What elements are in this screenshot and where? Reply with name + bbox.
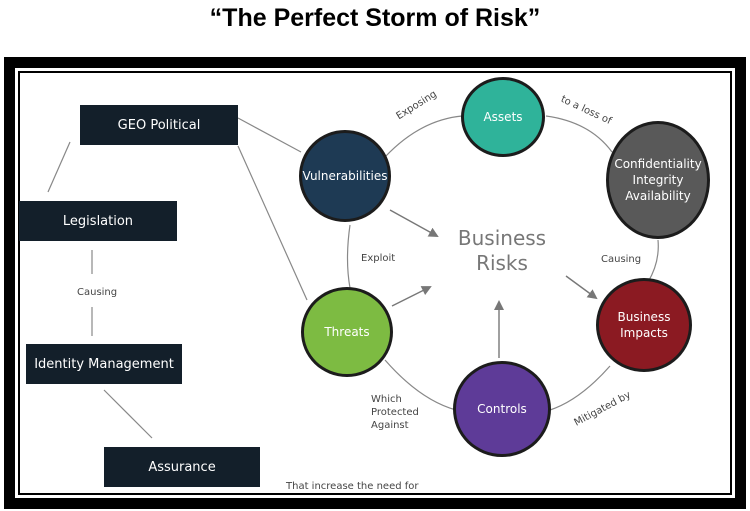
causing-left-label: Causing (77, 287, 118, 298)
arc-vuln-to-assets (384, 115, 463, 158)
arrow-vuln-to-risks (389, 209, 439, 237)
exploit-label: Exploit (361, 253, 396, 264)
arc-assets-to-cia (545, 115, 613, 153)
diagram-title: “The Perfect Storm of Risk” (209, 4, 541, 32)
geo-political-label: GEO Political (117, 117, 201, 133)
assurance-box: Assurance (104, 447, 260, 487)
legislation-box: Legislation (19, 201, 177, 241)
arc-impacts-to-controls (549, 365, 611, 411)
identity-management-label: Identity Management (34, 356, 174, 372)
identity-management-box: Identity Management (26, 344, 182, 384)
business-impacts-line1: Business (617, 309, 671, 324)
cia-circle: Confidentiality Integrity Availability (606, 121, 710, 239)
arc-controls-to-threats (384, 359, 457, 411)
business-risks-line1: Business (457, 226, 547, 250)
which-label: Which (371, 394, 402, 405)
business-impacts-line2: Impacts (620, 326, 668, 340)
legislation-label: Legislation (62, 213, 134, 229)
business-risks-label: Business Risks (440, 226, 564, 276)
against-label: Against (371, 420, 409, 431)
arc-cia-to-impacts (647, 239, 659, 283)
line-identity-to-assurance (103, 389, 153, 439)
controls-label: Controls (477, 401, 527, 416)
assets-circle: Assets (461, 77, 545, 157)
controls-circle: Controls (453, 361, 551, 457)
vulnerabilities-circle: Vulnerabilities (299, 130, 391, 222)
arrow-risks-to-impacts (565, 275, 598, 300)
threats-label: Threats (324, 324, 370, 339)
assurance-label: Assurance (148, 459, 216, 475)
which-protected-against-label: Which Protected Against (371, 393, 419, 432)
line-geo-to-threats (237, 145, 308, 301)
protected-label: Protected (371, 407, 419, 418)
business-impacts-circle: Business Impacts (596, 278, 692, 372)
line-geo-to-vulnerabilities (237, 117, 302, 153)
business-risks-line2: Risks (476, 251, 528, 275)
vulnerabilities-label: Vulnerabilities (302, 168, 388, 183)
causing-right-label: Causing (601, 254, 642, 265)
arrow-threats-to-risks (391, 286, 432, 307)
line-geo-to-legislation (47, 141, 71, 193)
confidentiality-label: Confidentiality (614, 156, 702, 171)
integrity-label: Integrity (632, 172, 684, 187)
threats-circle: Threats (301, 287, 393, 377)
availability-label: Availability (625, 189, 691, 204)
assets-label: Assets (483, 109, 523, 124)
geo-political-box: GEO Political (80, 105, 238, 145)
arc-threats-to-vuln (346, 224, 351, 289)
increase-need-label: That increase the need for (286, 481, 419, 492)
